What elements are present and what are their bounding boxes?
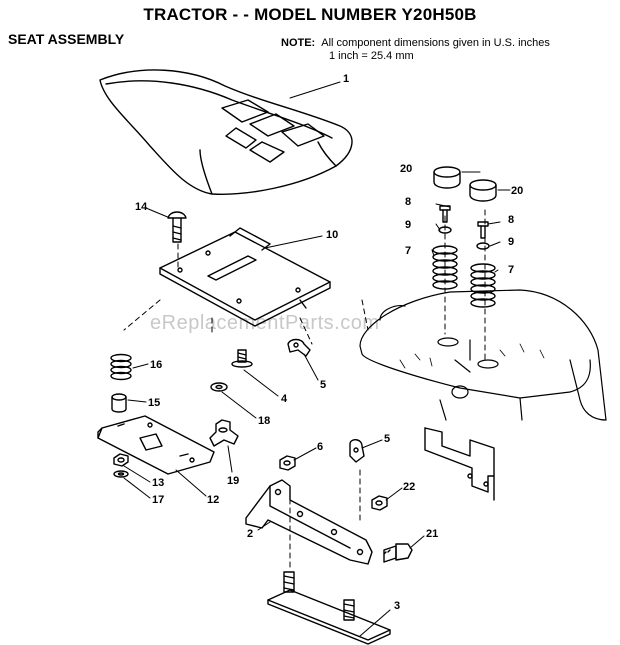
leader-lines [123,81,511,637]
callout-16: 16 [150,359,162,371]
nut-13 [113,453,129,467]
callout-1: 1 [343,73,349,85]
callout-7-left: 7 [405,245,411,257]
callout-13: 13 [152,477,164,489]
clip-5-upper [287,338,311,357]
callout-4: 4 [281,393,288,405]
watermark: eReplacementParts.com [150,312,380,334]
lock-washer-right [476,242,490,250]
fender-mount-bracket [424,427,495,501]
callout-17: 17 [152,494,164,506]
callout-9-right: 9 [508,236,514,248]
stud-plate [267,571,391,645]
spacer-15 [111,393,127,413]
seat-spring-left [432,245,458,290]
callout-20-right: 20 [511,185,523,197]
section-heading: SEAT ASSEMBLY [8,31,125,47]
callout-5-lower: 5 [384,433,390,445]
hex-nut-22 [371,495,388,511]
rubber-bumper-left [433,166,461,189]
callout-7-right: 7 [508,264,514,276]
note-line-2: 1 inch = 25.4 mm [329,50,414,62]
callout-2: 2 [247,528,253,540]
spring-16 [110,353,132,381]
callout-8-right: 8 [508,214,514,226]
callout-22: 22 [403,481,415,493]
callout-9-left: 9 [405,219,411,231]
callout-5-upper: 5 [320,379,326,391]
washer-17 [113,470,129,478]
lock-washer-left [438,226,452,234]
callout-8-left: 8 [405,196,411,208]
seat-mount-bracket [245,479,373,565]
slide-plate [97,415,215,475]
callout-3: 3 [394,600,400,612]
callout-numbers: 1 20 20 8 8 9 9 7 7 14 10 16 15 4 18 5 6… [135,73,523,612]
tractor-fender [359,289,607,421]
callout-18: 18 [258,415,270,427]
flat-washer-18 [210,382,228,392]
dimension-note: NOTE: All component dimensions given in U… [281,37,550,63]
callout-6: 6 [317,441,323,453]
shoulder-bolt [231,349,253,368]
rubber-bumper-right [469,179,497,202]
seat-spring-right [470,263,496,308]
screw-right [477,221,489,239]
note-line-1: All component dimensions given in U.S. i… [321,37,550,49]
carriage-bolt [167,211,187,243]
callout-14: 14 [135,201,148,213]
callout-20-left: 20 [400,163,412,175]
hex-bolt-21 [383,543,413,563]
seat-pan-plate [159,227,331,327]
callout-10: 10 [326,229,338,241]
adjustment-knob [209,419,239,447]
hidden-lines [123,209,486,571]
callout-15: 15 [148,397,160,409]
page-title: TRACTOR - - MODEL NUMBER Y20H50B [143,5,477,24]
note-label: NOTE: [281,37,316,49]
hex-nut-6 [279,455,296,471]
callout-19: 19 [227,475,239,487]
callout-21: 21 [426,528,438,540]
seat [99,69,353,195]
clip-5-lower [349,439,365,463]
callout-12: 12 [207,494,219,506]
